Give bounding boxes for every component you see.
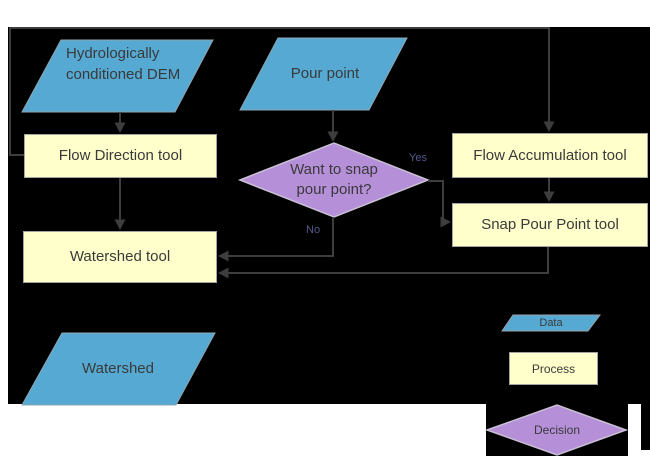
yes-edge-label: Yes: [409, 152, 427, 164]
dem-parallelogram: [21, 39, 214, 113]
arrowhead: [543, 191, 555, 202]
legend-decision-label: Decision: [533, 423, 581, 437]
legend-data-parallelogram: [501, 314, 601, 332]
legend-process-box: [509, 352, 598, 385]
snap-pour-point-label: Snap Pour Point tool: [481, 216, 619, 233]
watershed-label: Watershed: [82, 360, 154, 377]
legend-data-label: Data: [539, 316, 563, 329]
arrowhead: [543, 121, 555, 132]
arrowhead: [440, 216, 451, 228]
edge-decision-no-to-watershedtool: [227, 217, 334, 257]
snap-pour-point-box: [452, 203, 648, 247]
arrowhead: [218, 267, 229, 279]
legend-decision-diamond: [484, 404, 629, 456]
connector-arrowheads: [114, 121, 555, 279]
arrowhead: [327, 131, 339, 142]
legend-process-label: Process: [531, 361, 576, 376]
flow-accumulation-label: Flow Accumulation tool: [473, 146, 627, 164]
flow-direction-box: [24, 134, 217, 178]
pour-point-label: Pour point: [290, 65, 360, 82]
arrowhead: [218, 250, 229, 262]
watershed-parallelogram: [21, 332, 216, 406]
pour-point-parallelogram: [239, 37, 408, 111]
dem-label: Hydrologically conditioned DEM: [66, 45, 181, 83]
diagram-background-right-strip: [641, 404, 650, 450]
arrowhead: [114, 219, 126, 230]
edge-flowdirection-to-flowaccumulation: [9, 27, 550, 156]
connector-lines: [9, 27, 550, 274]
no-edge-label: No: [306, 224, 321, 236]
watershed-tool-box: [23, 231, 217, 283]
edge-snap-to-watershedtool: [227, 247, 549, 274]
flow-direction-label: Flow Direction tool: [58, 147, 183, 164]
flow-accumulation-box: [452, 133, 648, 178]
arrowhead: [114, 122, 126, 133]
edge-decision-yes-to-snap: [428, 180, 444, 223]
decision-label: Want to snap pour point?: [290, 161, 378, 198]
watershed-tool-label: Watershed tool: [69, 248, 171, 265]
